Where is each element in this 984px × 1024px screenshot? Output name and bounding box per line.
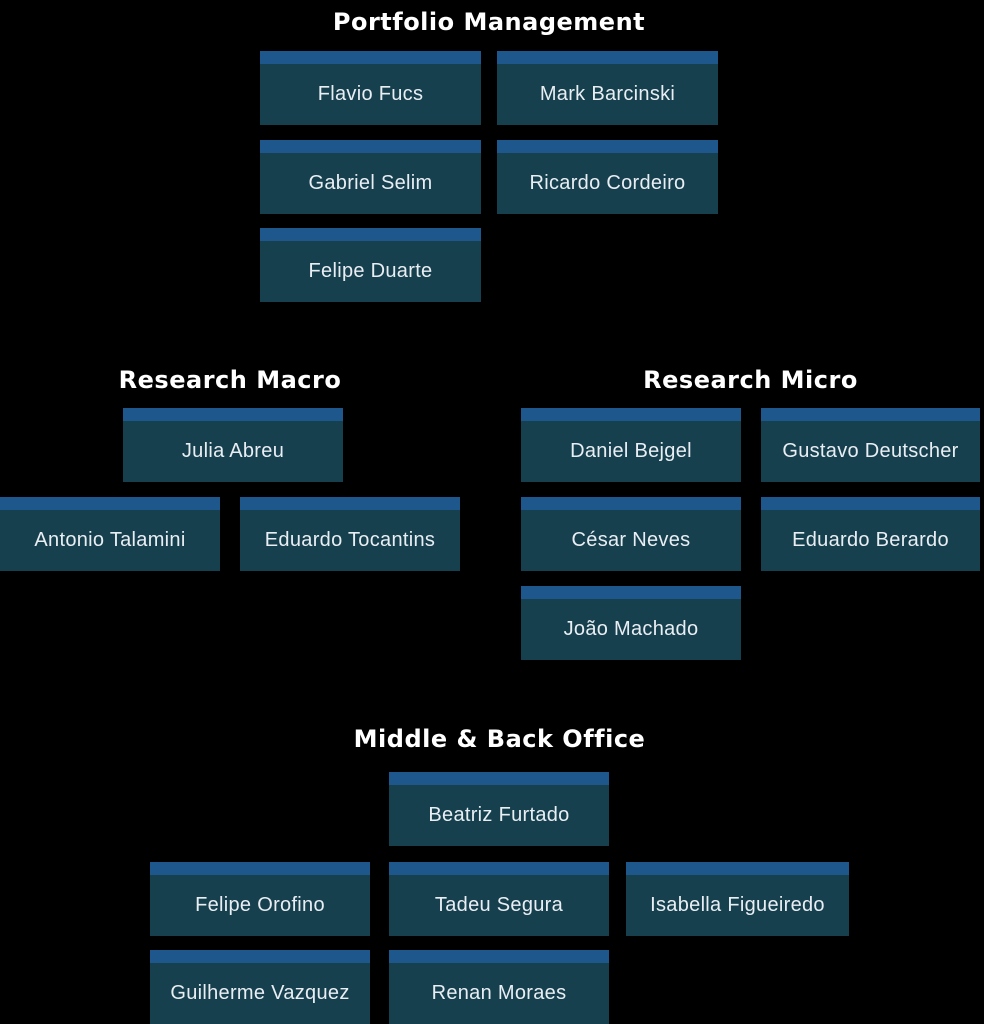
card-accent-bar — [521, 497, 741, 510]
person-name: Isabella Figueiredo — [650, 894, 825, 916]
card-accent-bar — [260, 51, 481, 64]
person-name: Beatriz Furtado — [428, 804, 570, 826]
person-card: Antonio Talamini — [0, 497, 220, 571]
person-card: Daniel Bejgel — [521, 408, 741, 482]
person-name: Renan Moraes — [431, 982, 567, 1004]
person-name: Gabriel Selim — [308, 172, 433, 194]
person-name: César Neves — [571, 529, 691, 551]
person-name: Daniel Bejgel — [570, 440, 692, 462]
card-accent-bar — [389, 950, 609, 963]
card-accent-bar — [626, 862, 849, 875]
person-card: Eduardo Berardo — [761, 497, 980, 571]
person-card: César Neves — [521, 497, 741, 571]
person-card: Julia Abreu — [123, 408, 343, 482]
card-accent-bar — [260, 140, 481, 153]
person-name: Antonio Talamini — [34, 529, 186, 551]
person-name: Flavio Fucs — [317, 83, 424, 105]
card-accent-bar — [389, 772, 609, 785]
card-accent-bar — [389, 862, 609, 875]
card-accent-bar — [260, 228, 481, 241]
person-card: Felipe Duarte — [260, 228, 481, 302]
person-name: João Machado — [563, 618, 699, 640]
card-accent-bar — [521, 408, 741, 421]
person-name: Julia Abreu — [181, 440, 285, 462]
card-accent-bar — [150, 950, 370, 963]
person-name: Mark Barcinski — [539, 83, 676, 105]
person-card: Gabriel Selim — [260, 140, 481, 214]
card-accent-bar — [521, 586, 741, 599]
section-title-portfolio-management: Portfolio Management — [332, 8, 646, 36]
person-card: Flavio Fucs — [260, 51, 481, 125]
person-name: Gustavo Deutscher — [782, 440, 959, 462]
section-title-research-macro: Research Macro — [118, 366, 342, 394]
card-accent-bar — [0, 497, 220, 510]
person-card: Beatriz Furtado — [389, 772, 609, 846]
person-card: Tadeu Segura — [389, 862, 609, 936]
card-accent-bar — [497, 51, 718, 64]
person-name: Guilherme Vazquez — [170, 982, 350, 1004]
person-name: Eduardo Tocantins — [264, 529, 436, 551]
person-name: Felipe Orofino — [195, 894, 325, 916]
person-name: Ricardo Cordeiro — [529, 172, 686, 194]
card-accent-bar — [150, 862, 370, 875]
section-title-middle-back-office: Middle & Back Office — [353, 725, 646, 753]
card-accent-bar — [240, 497, 460, 510]
person-card: Isabella Figueiredo — [626, 862, 849, 936]
person-card: Eduardo Tocantins — [240, 497, 460, 571]
person-card: João Machado — [521, 586, 741, 660]
person-card: Gustavo Deutscher — [761, 408, 980, 482]
person-card: Renan Moraes — [389, 950, 609, 1024]
card-accent-bar — [497, 140, 718, 153]
person-name: Felipe Duarte — [308, 260, 433, 282]
person-card: Mark Barcinski — [497, 51, 718, 125]
person-name: Eduardo Berardo — [792, 529, 949, 551]
person-name: Tadeu Segura — [434, 894, 564, 916]
card-accent-bar — [761, 408, 980, 421]
card-accent-bar — [123, 408, 343, 421]
card-accent-bar — [761, 497, 980, 510]
person-card: Guilherme Vazquez — [150, 950, 370, 1024]
person-card: Felipe Orofino — [150, 862, 370, 936]
section-title-research-micro: Research Micro — [643, 366, 858, 394]
person-card: Ricardo Cordeiro — [497, 140, 718, 214]
